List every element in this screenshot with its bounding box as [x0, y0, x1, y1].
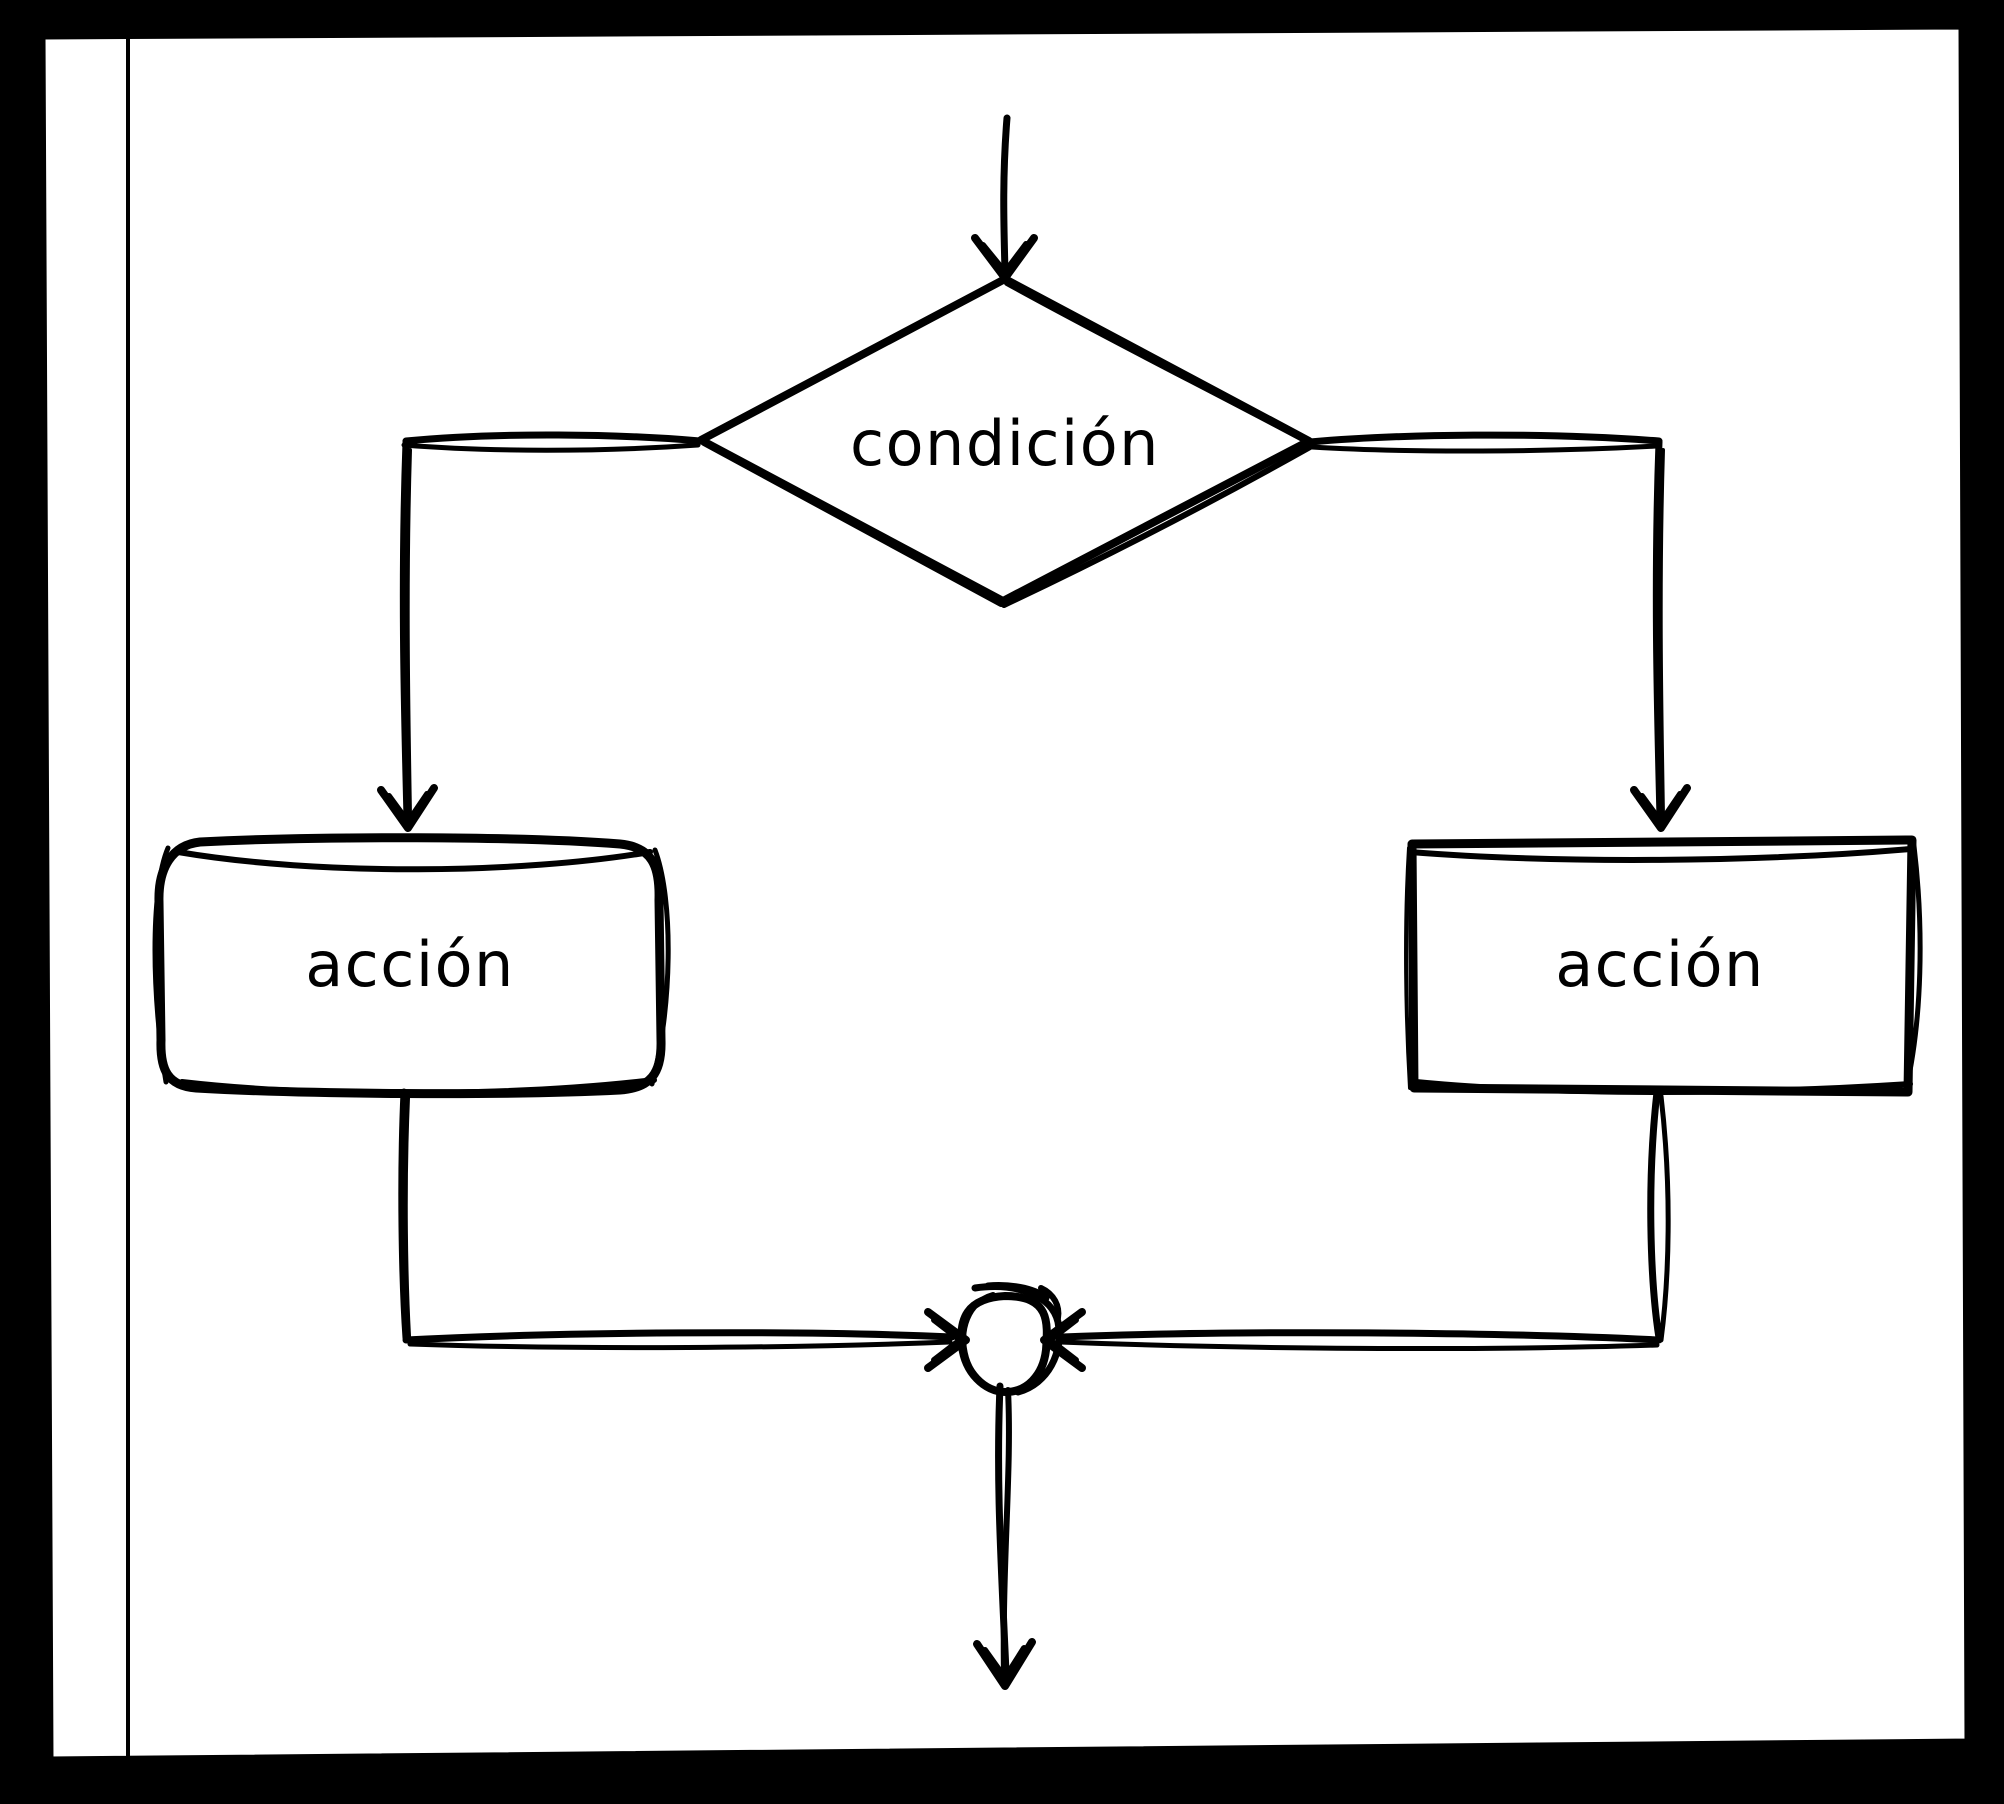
node-action-right-label: acción [1555, 928, 1765, 1001]
node-action-left[interactable]: acción [152, 833, 671, 1099]
node-action-left-label: acción [305, 928, 515, 1001]
paper-frame [37, 10, 2004, 1789]
edge-exit [973, 1382, 1036, 1690]
node-condition-label: condición [850, 407, 1160, 480]
edge-left-to-merge [398, 1088, 970, 1372]
node-condition[interactable]: condición [697, 275, 1315, 608]
node-action-right[interactable]: acción [1404, 835, 1923, 1097]
edge-condition-to-right [1306, 431, 1691, 832]
edge-condition-to-left [377, 431, 704, 832]
